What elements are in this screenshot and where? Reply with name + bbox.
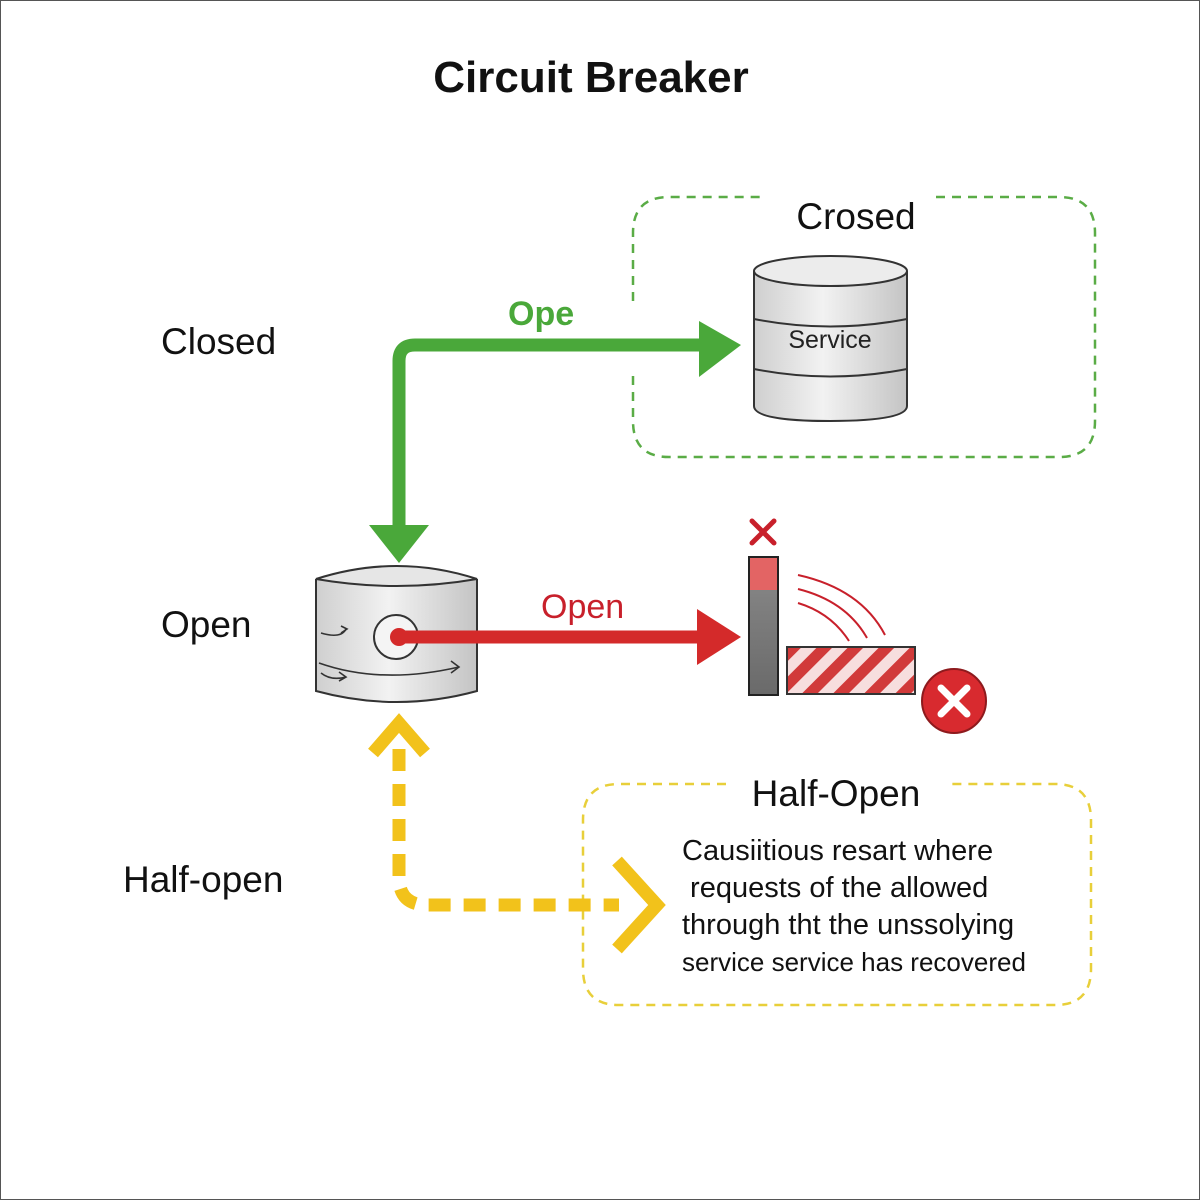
closed-box-border — [631, 195, 1097, 459]
green-arrow-label: Ope — [508, 295, 575, 333]
x-mark-icon — [749, 518, 777, 546]
state-label-open: Open — [161, 604, 252, 645]
half-open-description: Causiitious resart where requests of the… — [682, 833, 1026, 981]
description-line: Causiitious resart where — [682, 835, 994, 867]
signal-arcs-icon — [797, 574, 886, 642]
barrier-gate-icon — [748, 556, 916, 696]
yellow-dashed-arrow — [368, 713, 666, 954]
half-open-box-title: Half-Open — [751, 773, 921, 814]
diagram-title: Circuit Breaker — [433, 53, 749, 102]
description-line: through tht the unssolying — [682, 909, 1015, 941]
red-arrow-label: Open — [541, 588, 625, 626]
closed-box-title: Crosed — [796, 196, 916, 237]
green-arrow — [369, 321, 741, 563]
state-label-half-open: Half-open — [123, 859, 284, 900]
service-database-icon — [753, 255, 908, 423]
error-circle-icon — [921, 668, 987, 734]
red-arrow — [390, 609, 741, 665]
service-label: Service — [788, 326, 872, 354]
description-line: requests of the allowed — [682, 872, 989, 904]
half-open-box-border — [581, 782, 1093, 1007]
state-label-closed: Closed — [161, 321, 277, 362]
description-line: service service has recovered — [682, 947, 1026, 977]
